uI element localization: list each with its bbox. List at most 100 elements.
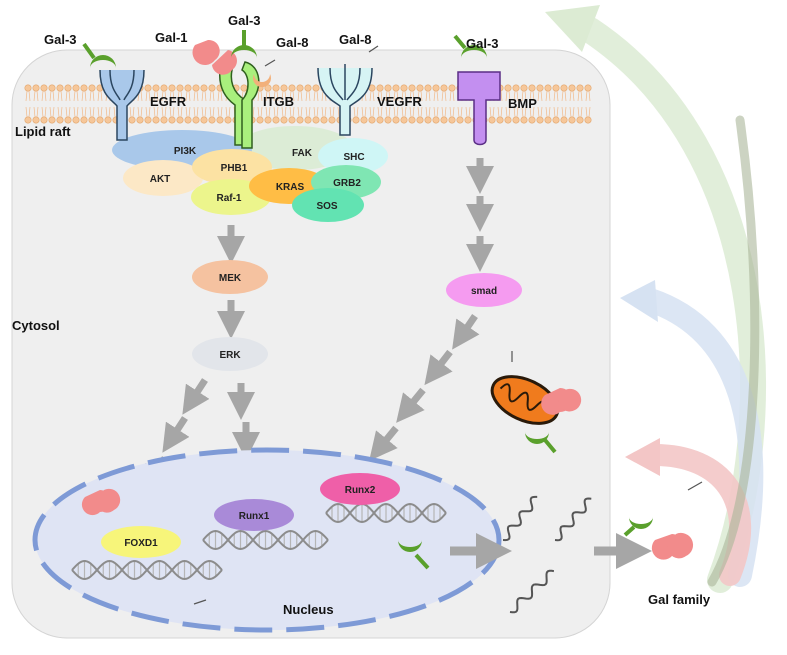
lipid-tail (329, 106, 335, 118)
lipid-tail (265, 90, 271, 102)
feedback-arrows (545, 5, 766, 593)
lipid-head (544, 116, 552, 124)
lipid-head (32, 116, 40, 124)
lipid-tail (297, 106, 303, 118)
lipid-tail (281, 106, 287, 118)
lipid-tail (433, 90, 439, 102)
lipid-head (464, 116, 472, 124)
kras-label: KRAS (276, 182, 305, 193)
lipid-head (152, 116, 160, 124)
nucleus-label: Nucleus (283, 602, 334, 617)
lipid-head (560, 84, 568, 92)
lipid-tail (569, 106, 575, 118)
mito-gal3-tail (543, 438, 557, 454)
dna-strand (325, 502, 447, 524)
lipid-head (392, 116, 400, 124)
lipid-tail (569, 90, 575, 102)
egfr-receptor: EGFR (99, 69, 187, 141)
lipid-head (48, 116, 56, 124)
lipid-head (528, 84, 536, 92)
lipid-tail (273, 106, 279, 118)
lipid-head (488, 116, 496, 124)
lipid-head (528, 116, 536, 124)
dna-strand (71, 559, 223, 581)
lipid-head (168, 116, 176, 124)
sos-label: SOS (316, 201, 337, 212)
lipid-tail (25, 90, 31, 102)
egfr-shape (99, 69, 145, 141)
smad-label: smad (471, 286, 497, 297)
lipid-tail (585, 106, 591, 118)
lipid-tail (217, 90, 223, 102)
arrow-smad-1 (452, 314, 480, 350)
lipid-head (208, 84, 216, 92)
dna-strand (202, 529, 329, 551)
lipid-tail (545, 90, 551, 102)
lipid-head (144, 116, 152, 124)
bmp-receptor: BMP (457, 71, 537, 146)
arrow-erk-foxd1-2 (162, 416, 190, 453)
gal8-itgb-label: Gal-8 (276, 35, 309, 50)
lipid-tail (449, 90, 455, 102)
lipid-head (240, 84, 248, 92)
lipid-head (408, 116, 416, 124)
gal3-egfr-label: Gal-3 (44, 32, 77, 47)
lipid-head (328, 116, 336, 124)
lipid-head (520, 84, 528, 92)
bmp-pathway: smad (369, 158, 522, 461)
family-gal1-b (667, 532, 694, 559)
lipid-tail (41, 90, 47, 102)
nucleus-gal1-b (96, 488, 121, 513)
lipid-tail (441, 90, 447, 102)
lipid-head (448, 116, 456, 124)
lipid-head (176, 84, 184, 92)
lipid-tail (57, 106, 63, 118)
lipid-head (576, 84, 584, 92)
lipid-head (552, 84, 560, 92)
gal8-vegfr-label: Gal-8 (339, 32, 372, 47)
lipid-tail (585, 90, 591, 102)
gal-family-cluster: Gal family (623, 467, 720, 607)
lipid-tail (353, 106, 359, 118)
erk-node (192, 337, 268, 371)
lipid-tail (137, 106, 143, 118)
lipid-tail (33, 106, 39, 118)
lipid-tail (393, 106, 399, 118)
lipid-tail (193, 106, 199, 118)
lipid-head (280, 84, 288, 92)
gal3-bmp-icon (461, 45, 487, 58)
nucleus-gal3-tail (414, 553, 430, 570)
mito-gal3-icon (525, 432, 549, 444)
pi3k-label: PI3K (174, 146, 197, 157)
lipid-tail (513, 90, 519, 102)
mitochondrion (490, 375, 560, 425)
lipid-head (40, 116, 48, 124)
lipid-head (304, 84, 312, 92)
bmp-shape (457, 71, 501, 146)
lipid-head (568, 84, 576, 92)
lipid-tail (89, 106, 95, 118)
gal8-vegfr-blue (374, 40, 396, 51)
itgb-label: ITGB (263, 94, 294, 109)
lipid-tail (257, 90, 263, 102)
lipid-tail (577, 90, 583, 102)
lipid-head (104, 116, 112, 124)
vegfr-shape (317, 67, 373, 136)
lipid-tail (561, 90, 567, 102)
family-gal8-linker (687, 481, 703, 491)
lipid-tail (89, 90, 95, 102)
egfr-label: EGFR (150, 94, 187, 109)
lipid-head (384, 84, 392, 92)
lipid-tail (553, 90, 559, 102)
lipid-head (408, 84, 416, 92)
lipid-tail (281, 90, 287, 102)
lipid-tail (105, 106, 111, 118)
lipid-tail (161, 90, 167, 102)
lipid-head (576, 116, 584, 124)
lipid-tail (169, 90, 175, 102)
lipid-tail (153, 90, 159, 102)
lipid-tail (417, 90, 423, 102)
lipid-head (40, 84, 48, 92)
